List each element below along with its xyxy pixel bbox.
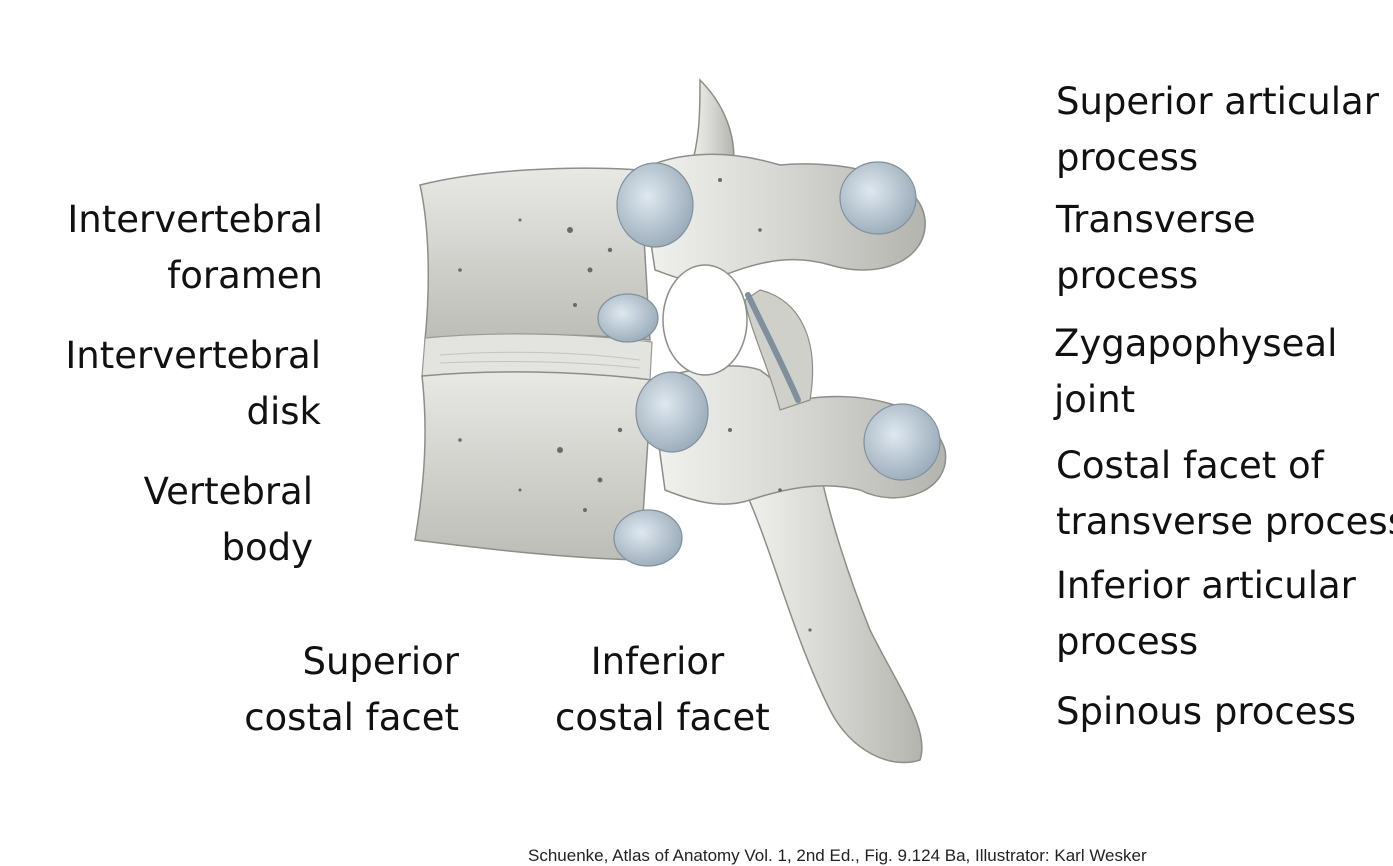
label-vertebral-body: Vertebral body — [144, 464, 313, 576]
label-spinous-process: Spinous process — [1056, 684, 1356, 740]
label-zygapophyseal-joint: Zygapophyseal joint — [1054, 316, 1337, 428]
lower-transverse-process-shape — [649, 365, 947, 505]
spinous-process-shape — [738, 469, 923, 764]
label-line: foramen — [167, 254, 323, 297]
label-line: process — [1056, 136, 1199, 179]
label-intervertebral-disk: Intervertebral disk — [65, 328, 321, 440]
label-line: Transverse — [1056, 198, 1256, 241]
bone-texture — [458, 178, 812, 632]
label-inferior-costal-facet: Inferior costal facet — [555, 634, 770, 746]
lower-vertebral-body-shape — [414, 371, 653, 561]
label-superior-articular-process: Superior articular process — [1056, 74, 1379, 186]
intervertebral-foramen-shape — [662, 264, 748, 376]
inferior-costal-facet-lower — [613, 509, 683, 567]
label-line: Inferior articular — [1056, 564, 1356, 607]
zygapophyseal-joint-line — [745, 292, 801, 403]
superior-costal-facet-lower — [635, 371, 709, 453]
figure-credit: Schuenke, Atlas of Anatomy Vol. 1, 2nd E… — [528, 846, 1147, 865]
label-line: Superior articular — [1056, 80, 1379, 123]
label-line: costal facet — [555, 696, 770, 739]
label-line: Intervertebral — [67, 198, 323, 241]
label-transverse-process: Transverse process — [1056, 192, 1256, 304]
label-line: Superior — [302, 640, 459, 683]
costal-facet-transverse-lower — [863, 403, 941, 481]
label-line: Costal facet of — [1056, 444, 1324, 487]
label-intervertebral-foramen: Intervertebral foramen — [67, 192, 323, 304]
label-superior-costal-facet: Superior costal facet — [244, 634, 459, 746]
label-line: Vertebral — [143, 470, 313, 513]
label-line: Inferior — [590, 640, 725, 683]
label-line: transverse process — [1056, 500, 1393, 543]
label-line: process — [1056, 254, 1199, 297]
label-line: costal facet — [244, 696, 459, 739]
vertebrae-illustration — [414, 78, 947, 764]
label-costal-facet-transverse-process: Costal facet of transverse process — [1056, 438, 1393, 550]
superior-costal-facet-upper — [616, 162, 694, 248]
label-line: disk — [246, 390, 321, 433]
label-line: joint — [1054, 378, 1136, 421]
label-line: Spinous process — [1056, 690, 1357, 733]
label-line: process — [1056, 620, 1199, 663]
label-line: Intervertebral — [65, 334, 321, 377]
label-line: body — [221, 526, 313, 569]
label-line: Zygapophyseal — [1054, 322, 1338, 365]
label-inferior-articular-process: Inferior articular process — [1056, 558, 1356, 670]
inferior-costal-facet-upper — [597, 293, 659, 343]
costal-facet-transverse-upper — [839, 161, 917, 235]
